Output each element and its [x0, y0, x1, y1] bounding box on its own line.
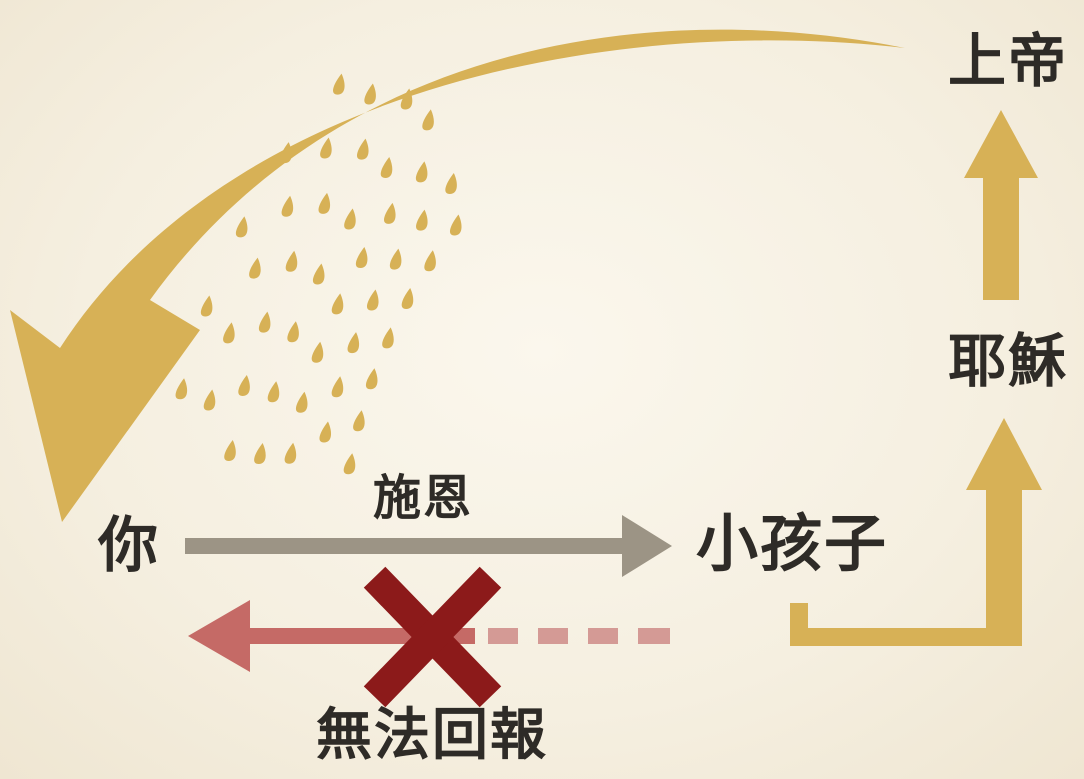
raindrop [238, 374, 250, 396]
raindrop [312, 263, 325, 285]
raindrop [175, 378, 188, 400]
raindrop [287, 321, 299, 343]
label-grace: 施恩 [373, 470, 474, 526]
node-god: 上帝 [948, 27, 1069, 95]
raindrop [267, 381, 280, 403]
raindrop-icon [175, 73, 462, 475]
raindrop [344, 208, 356, 230]
dash [588, 628, 618, 644]
raindrop [343, 453, 356, 475]
raindrop [415, 161, 428, 183]
arrow-cannot-repay [188, 600, 475, 672]
raindrop [200, 295, 213, 317]
raindrop [285, 250, 298, 272]
raindrop [224, 439, 236, 461]
raindrop [254, 443, 266, 465]
raindrop [364, 83, 376, 105]
raindrop [295, 391, 308, 413]
raindrop [311, 341, 324, 363]
raindrop [382, 327, 394, 349]
raindrop [401, 287, 414, 309]
blessing-curve-arrow [10, 29, 905, 523]
raindrop [223, 322, 235, 344]
raindrop [353, 410, 365, 432]
raindrop [333, 73, 345, 95]
raindrop [235, 216, 248, 238]
node-child: 小孩子 [696, 507, 889, 580]
raindrop [281, 195, 294, 217]
dash [488, 628, 518, 644]
raindrop [424, 250, 436, 272]
cross-x-icon [363, 566, 502, 708]
raindrop [380, 156, 393, 178]
node-you: 你 [98, 511, 160, 581]
raindrop [400, 88, 413, 110]
raindrop [416, 209, 428, 231]
raindrop [320, 137, 332, 159]
raindrop [331, 376, 344, 398]
raindrop [449, 214, 462, 236]
raindrop [249, 257, 261, 279]
raindrop [366, 289, 379, 311]
raindrop [284, 442, 297, 464]
raindrop [356, 138, 369, 160]
dash [638, 628, 670, 644]
raindrop [318, 192, 331, 214]
raindrop [383, 202, 396, 224]
raindrop [445, 173, 457, 195]
raindrop [389, 248, 402, 270]
arrow-cannot-repay-dashes [488, 628, 670, 644]
raindrop [347, 332, 360, 354]
raindrop [331, 293, 344, 315]
raindrop [365, 368, 378, 390]
dash [538, 628, 568, 644]
raindrop [355, 247, 368, 268]
raindrop [280, 142, 292, 164]
arrow-jesus-to-god [964, 110, 1038, 300]
raindrop [203, 389, 216, 411]
raindrop [258, 311, 271, 333]
arrow-child-to-jesus [790, 418, 1042, 646]
node-jesus: 耶穌 [948, 327, 1069, 395]
label-cannot-repay: 無法回報 [316, 703, 548, 768]
raindrop [319, 421, 332, 443]
arrow-grace [185, 515, 672, 577]
raindrop [422, 109, 434, 131]
